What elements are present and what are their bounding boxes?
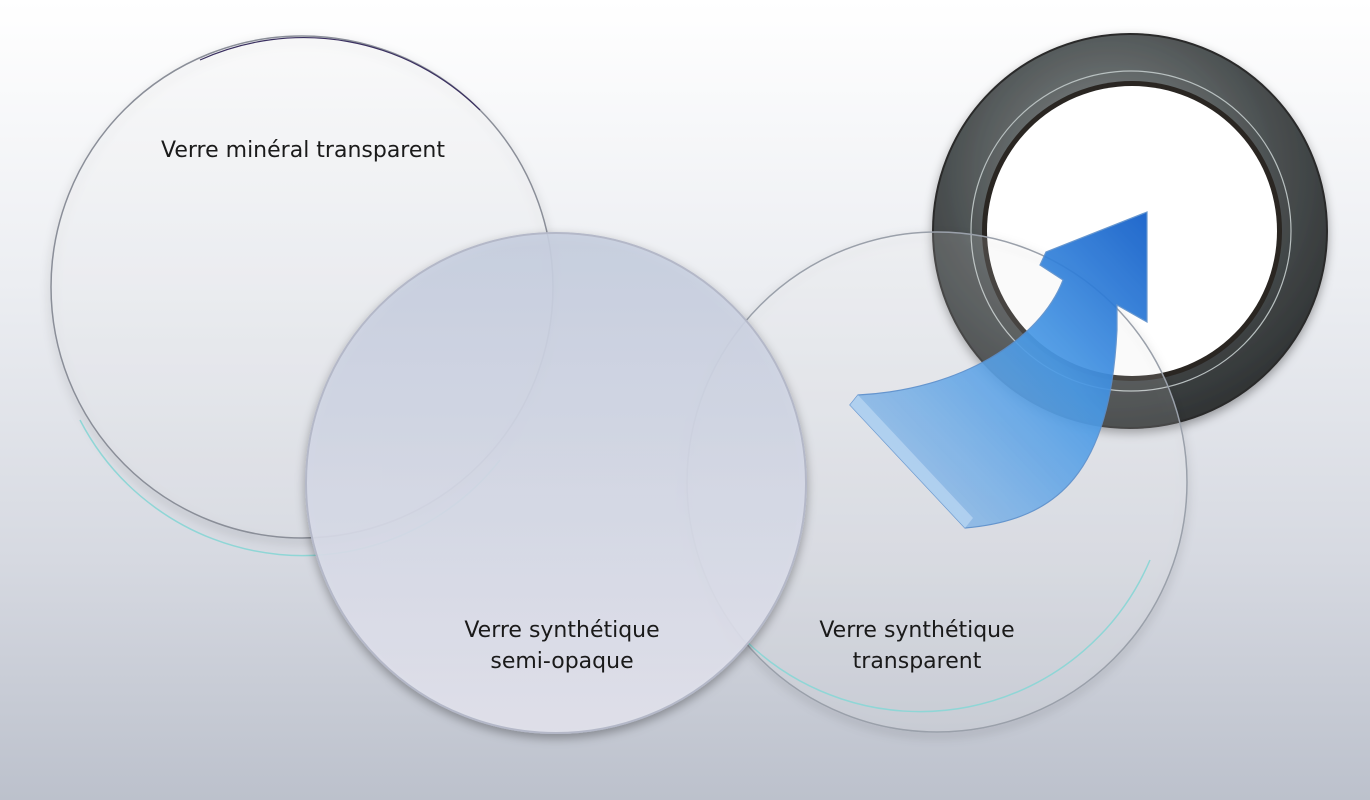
label-synthetic-semi-opaque: Verre synthétique semi-opaque (402, 615, 722, 677)
label-line-2: semi-opaque (490, 649, 634, 674)
label-line-1: Verre synthétique (464, 618, 660, 643)
label-synthetic-transparent: Verre synthétique transparent (757, 615, 1077, 677)
lens-synthetic-semi-opaque (305, 232, 807, 734)
label-line-2: transparent (852, 649, 982, 674)
label-mineral-transparent: Verre minéral transparent (161, 138, 445, 163)
arrow-icon (849, 211, 1148, 529)
label-line-1: Verre synthétique (819, 618, 1015, 643)
